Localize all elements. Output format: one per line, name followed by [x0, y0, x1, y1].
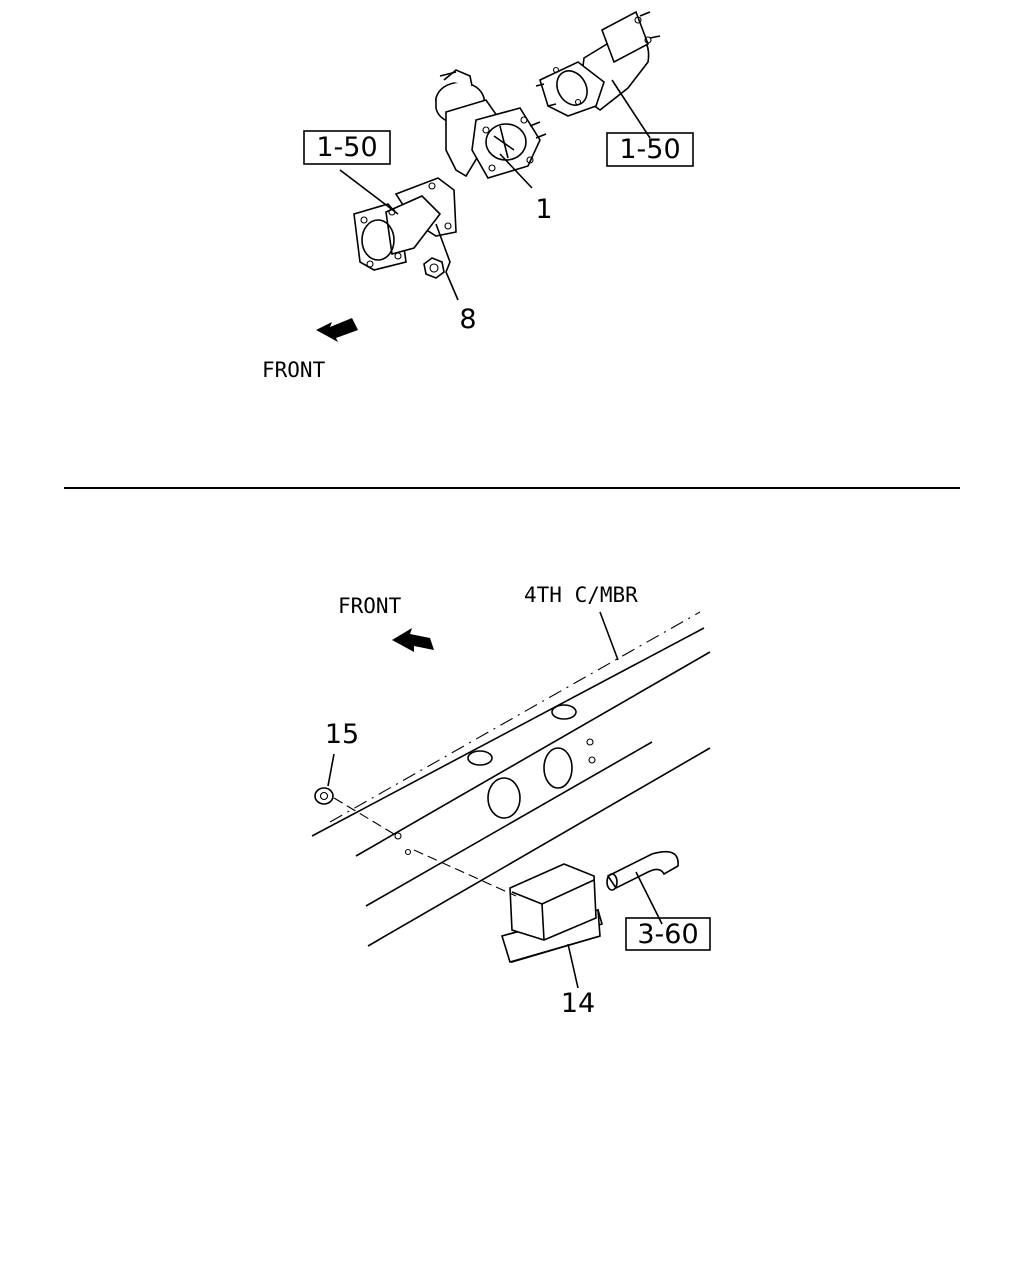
leader-callout-1 [499, 153, 533, 189]
front-arrow-icon [316, 318, 358, 342]
front-label-lower: FRONT [338, 594, 402, 618]
ref-box-left: 1-50 [303, 130, 391, 165]
leader-callout-15 [327, 753, 335, 787]
callout-15: 15 [325, 719, 359, 750]
callout-14: 14 [561, 988, 595, 1019]
ref-box-right: 1-50 [606, 132, 694, 167]
ref-text-left: 1-50 [316, 132, 377, 163]
hose [606, 850, 679, 925]
front-label-upper: FRONT [262, 358, 326, 382]
cross-member [311, 611, 711, 947]
exhaust-brake-valve [435, 69, 547, 179]
leader-ref-left [339, 169, 399, 215]
exhaust-pipe-right [535, 10, 661, 117]
ref-text-right: 1-50 [619, 134, 680, 165]
member-label: 4TH C/MBR [524, 583, 638, 607]
lower-assembly: FRONT 4TH C/MBR [311, 583, 711, 1019]
nut-15-guide [333, 797, 395, 835]
ref-box-hose: 3-60 [625, 917, 711, 951]
leader-ref-right [611, 79, 651, 139]
ref-text-hose: 3-60 [637, 919, 698, 950]
leader-member [599, 611, 619, 661]
callout-8: 8 [459, 304, 476, 335]
exhaust-pipe-front [353, 177, 457, 271]
front-arrow-icon-lower [392, 628, 434, 652]
nut-15 [314, 787, 334, 805]
upper-assembly: 1-50 1-50 1 8 FRONT [262, 10, 694, 382]
leader-callout-8 [435, 223, 459, 301]
callout-1: 1 [535, 194, 552, 225]
leader-callout-14 [567, 943, 579, 989]
relay-unit-14 [413, 849, 603, 964]
nut-8 [423, 257, 445, 279]
